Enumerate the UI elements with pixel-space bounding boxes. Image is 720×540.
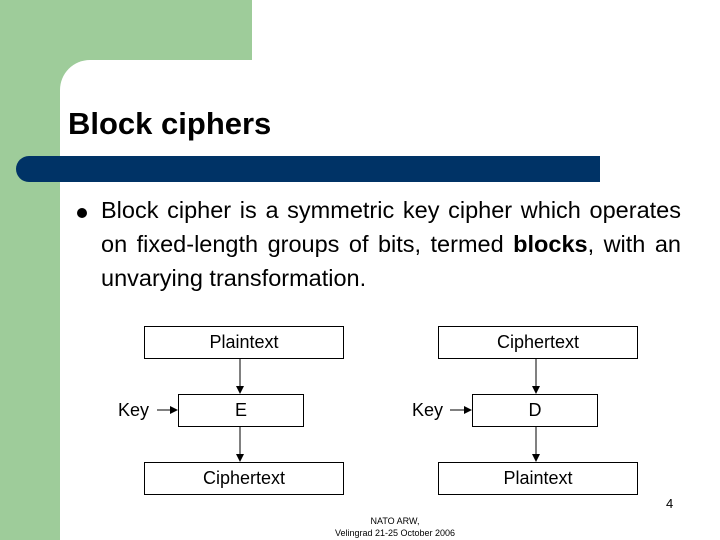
- slide-title: Block ciphers: [68, 106, 272, 141]
- dec-d-box: D: [472, 394, 598, 427]
- enc-ciphertext-box: Ciphertext: [144, 462, 344, 495]
- footer-line1: NATO ARW,: [370, 516, 420, 526]
- title-underline-bar: [16, 156, 600, 182]
- bullet-text-part2: , with an unvarying transformation.: [101, 231, 681, 291]
- dec-ciphertext-box: Ciphertext: [438, 326, 638, 359]
- bullet-text: Block cipher is a symmetric key cipher w…: [101, 193, 681, 295]
- dec-key-label: Key: [412, 400, 444, 420]
- enc-e-box: E: [178, 394, 304, 427]
- bullet-dot: [77, 208, 87, 218]
- footer: NATO ARW, Velingrad 21-25 October 2006: [300, 515, 490, 539]
- slide-number: 4: [666, 496, 674, 511]
- content-panel: [60, 60, 720, 540]
- enc-plaintext-box: Plaintext: [144, 326, 344, 359]
- dec-plaintext-box: Plaintext: [438, 462, 638, 495]
- enc-key-label: Key: [118, 400, 150, 420]
- footer-line2: Velingrad 21-25 October 2006: [334, 528, 456, 538]
- bullet-text-part1: Block cipher is a symmetric key cipher w…: [101, 197, 681, 257]
- bullet-text-bold: blocks: [513, 231, 588, 257]
